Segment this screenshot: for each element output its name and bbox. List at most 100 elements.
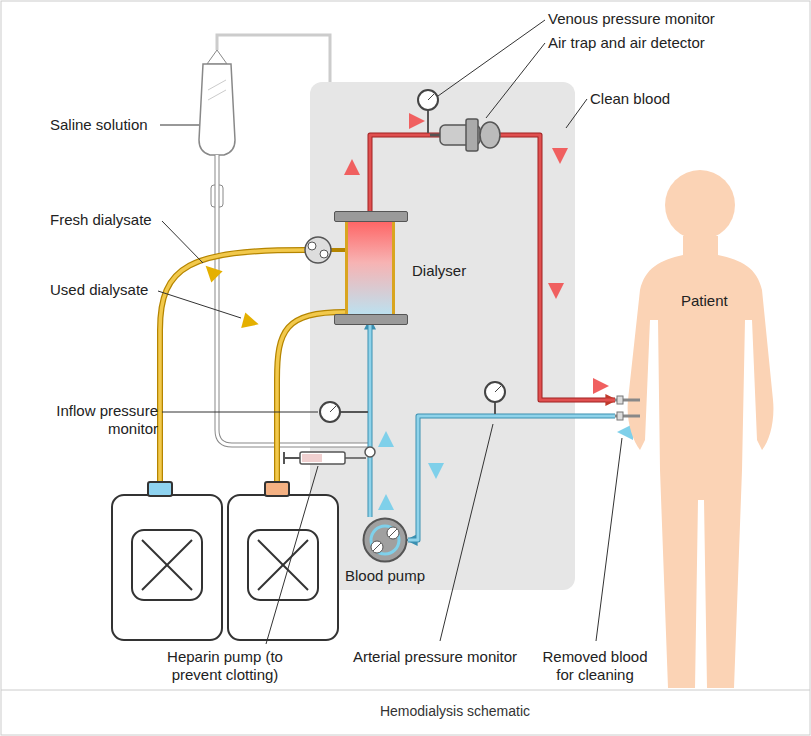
iv-pole: [217, 35, 330, 82]
pump-rotor: [373, 543, 381, 551]
part-label: Fresh dialysate: [50, 211, 152, 229]
leader-lines: [566, 99, 587, 128]
leader-lines: [596, 438, 622, 641]
dialysate-canister: [228, 495, 338, 640]
dialysate-canister: [112, 482, 338, 640]
venous-pressure-gauge: [427, 110, 429, 133]
part-label: Used dialysate: [50, 281, 148, 299]
tube-outline: [408, 416, 615, 540]
leader-lines: [158, 20, 622, 644]
saline-bag: [211, 185, 223, 207]
flow-arrowhead: [344, 159, 360, 175]
saline-bag: [199, 64, 235, 155]
flow-arrowhead: [241, 312, 261, 332]
saline-bag: [208, 80, 226, 90]
venous-pressure-gauge: [418, 90, 438, 110]
blood-pump: Blood pump: [362, 517, 408, 563]
dialysate-canister: [112, 495, 222, 640]
arterial-pressure-gauge: [495, 386, 501, 392]
node-label: Blood pump: [325, 567, 445, 585]
leader-lines: [158, 291, 241, 318]
heparin-syringe: [284, 457, 300, 459]
blood-line: [370, 320, 371, 517]
part-label: Clean blood: [590, 90, 670, 108]
dialysate-canister: [248, 530, 318, 600]
machine-panel: [310, 82, 575, 590]
part-label: Arterial pressure monitor: [335, 648, 535, 666]
venous-pressure-gauge: [428, 94, 434, 100]
flow-arrowhead: [409, 113, 425, 129]
pump-rotor: [389, 529, 397, 537]
dialysate-tubes: [277, 312, 345, 484]
tube-fill: [370, 135, 615, 400]
pump-rotor: [371, 526, 399, 554]
tube-outline: [368, 320, 373, 517]
dialysate-port: [330, 248, 345, 252]
leader-lines: [160, 125, 199, 126]
leader-lines: [440, 424, 493, 641]
patient-silhouette: [617, 396, 623, 404]
saline-bag: [207, 50, 227, 64]
dialyser-cap: [334, 211, 408, 222]
heparin-syringe: [300, 452, 345, 464]
part-label: Heparin pump (to prevent clotting): [140, 648, 310, 684]
heparin-syringe: [284, 447, 375, 464]
dialysate-canister: [142, 540, 192, 590]
dialysate-tubes: [160, 250, 345, 484]
flow-arrowhead: [200, 260, 223, 283]
pump-rotor: [362, 517, 408, 563]
tube-fill: [408, 416, 615, 540]
figure-caption: Hemodialysis schematic: [305, 703, 605, 719]
air-trap: [430, 119, 500, 151]
part-label: Saline solution: [50, 116, 148, 134]
inflow-pressure-gauge: [330, 406, 336, 412]
air-trap: [480, 122, 500, 148]
arterial-pressure-gauge: [485, 382, 505, 414]
dialysate-port: [305, 237, 331, 263]
patient-silhouette: [628, 236, 774, 688]
dialysate-canister: [265, 482, 289, 496]
patient-figure: Patient: [615, 160, 790, 692]
saline-bag: [208, 90, 226, 100]
leader-lines: [486, 43, 545, 118]
node-label: Patient: [681, 292, 728, 310]
heparin-syringe: [283, 452, 285, 464]
dialyser-cap: [334, 314, 408, 325]
venous-pressure-gauge: [418, 90, 438, 133]
dialysate-port: [308, 242, 316, 250]
dialysate-canister: [148, 482, 172, 496]
node-label: Dialyser: [412, 262, 466, 280]
inflow-pressure-gauge: [340, 411, 368, 413]
dialysate-tubes: [160, 250, 305, 484]
dialysate-tubes: [277, 312, 345, 484]
dialysate-canister: [258, 540, 308, 590]
flow-arrowhead: [552, 148, 568, 164]
patient-silhouette: [615, 160, 790, 692]
heparin-syringe: [365, 447, 375, 457]
tube-outline: [370, 135, 615, 400]
leader-lines: [162, 412, 318, 413]
flow-arrowhead: [428, 463, 444, 479]
pump-rotor: [364, 519, 407, 562]
part-label: Removed blood for cleaning: [535, 648, 655, 684]
leader-lines: [266, 466, 318, 644]
part-label: Venous pressure monitor: [548, 10, 715, 28]
inflow-pressure-gauge: [320, 402, 368, 422]
patient-silhouette: [665, 170, 735, 240]
dialysate-canister: [132, 530, 202, 600]
part-label: Inflow pressure monitor: [36, 402, 158, 438]
saline-bag: [199, 50, 235, 207]
blood-line: [408, 416, 615, 540]
inflow-pressure-gauge: [320, 402, 340, 422]
air-trap: [440, 125, 480, 145]
flow-arrowhead: [378, 494, 394, 510]
flow-arrowhead: [378, 431, 394, 447]
flow-arrows: [200, 113, 633, 510]
dialysate-canister: [142, 540, 192, 590]
flow-arrowhead: [593, 378, 609, 394]
dialysate-port: [320, 250, 328, 258]
dialysate-port: [305, 237, 345, 263]
